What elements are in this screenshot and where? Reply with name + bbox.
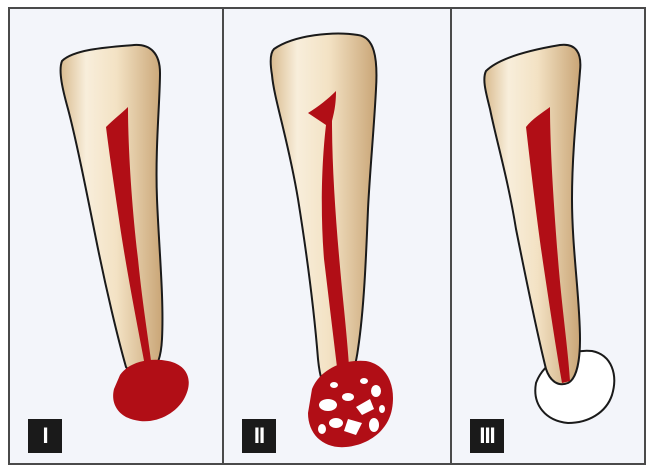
panel-label: I: [28, 419, 62, 453]
tooth-2-illustration: [224, 9, 454, 467]
tooth-1-illustration: [10, 9, 226, 467]
tooth-crown-root: [484, 45, 580, 384]
panel-1: I: [8, 7, 224, 465]
panel-3: III: [450, 7, 646, 465]
periapical-lesion: [113, 360, 189, 421]
tooth-3-illustration: [452, 9, 648, 467]
panel-label: II: [242, 419, 276, 453]
panel-2: II: [222, 7, 452, 465]
tooth-crown-root: [61, 45, 163, 375]
panel-label: III: [470, 419, 504, 453]
